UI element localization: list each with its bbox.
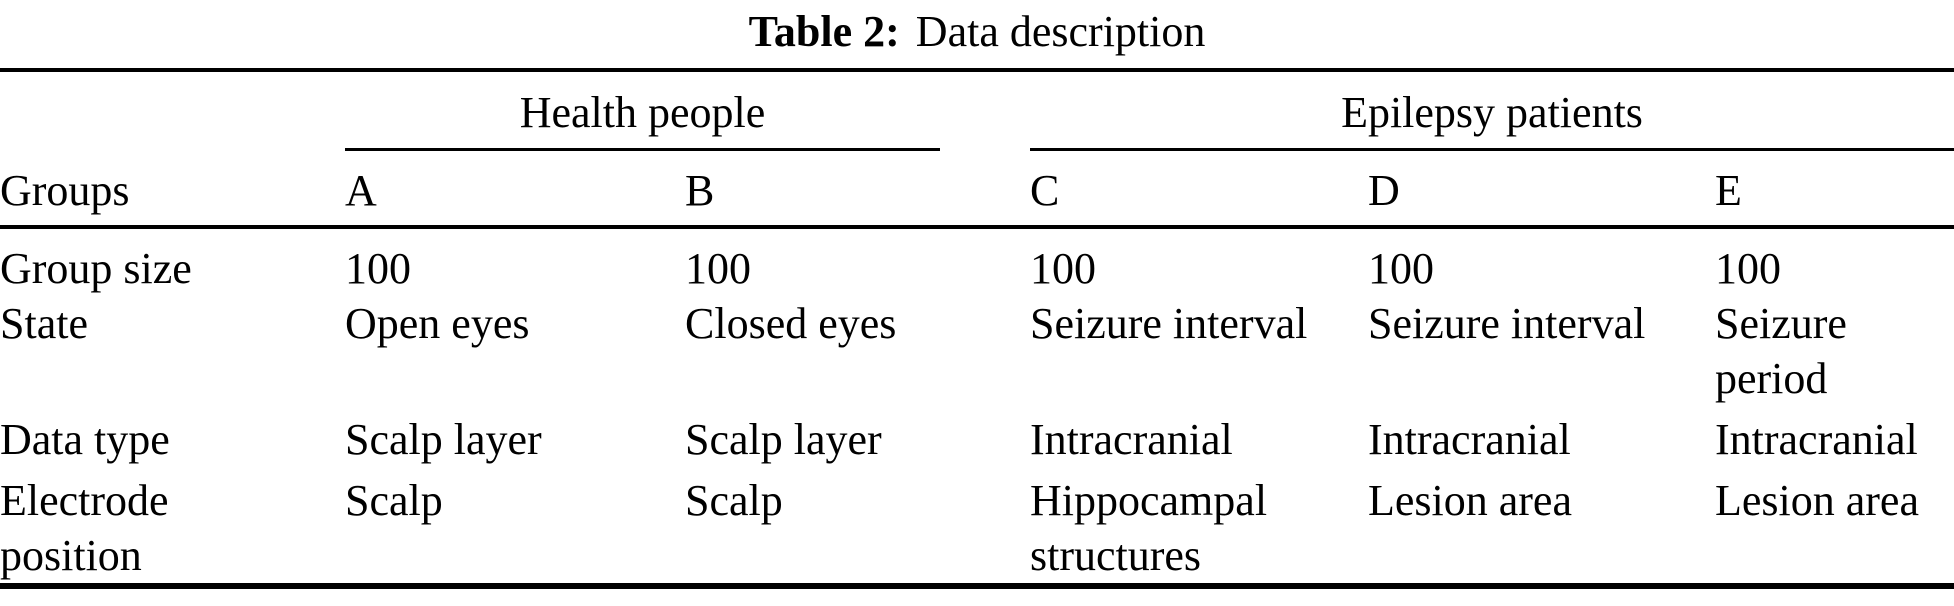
cell: Intracranial bbox=[1030, 415, 1233, 464]
cell: Scalp bbox=[685, 476, 783, 525]
cell: 100 bbox=[1715, 244, 1781, 293]
cell: Open eyes bbox=[345, 299, 530, 348]
col-header-b: B bbox=[685, 151, 1030, 229]
cell: Seizure interval bbox=[1030, 299, 1308, 348]
cell: Intracranial bbox=[1715, 415, 1918, 464]
health-people-header: Health people bbox=[345, 72, 940, 151]
table-row-electrode-position: Electrode position Scalp Scalp Hippocamp… bbox=[0, 467, 1954, 586]
cell: Scalp bbox=[345, 476, 443, 525]
table-figure: Table 2: Data description Health people E… bbox=[0, 6, 1954, 589]
table-caption: Table 2: Data description bbox=[0, 6, 1954, 58]
row-label: Data type bbox=[0, 415, 170, 464]
row-label: Electrode position bbox=[0, 467, 345, 586]
table-row-data-type: Data type Scalp layer Scalp layer Intrac… bbox=[0, 406, 1954, 467]
cell: 100 bbox=[1030, 244, 1096, 293]
cell: Intracranial bbox=[1368, 415, 1571, 464]
cell: 100 bbox=[1368, 244, 1434, 293]
data-table: Health people Epilepsy patients Groups A… bbox=[0, 68, 1954, 589]
col-header-d: D bbox=[1368, 151, 1715, 229]
table-row-state: State Open eyes Closed eyes Seizure inte… bbox=[0, 296, 1954, 406]
epilepsy-patients-header: Epilepsy patients bbox=[1030, 72, 1954, 151]
caption-label: Table 2: bbox=[748, 7, 900, 56]
cell: Closed eyes bbox=[685, 299, 897, 348]
cell: Scalp layer bbox=[345, 415, 542, 464]
col-header-c: C bbox=[1030, 151, 1368, 229]
span-header-epilepsy: Epilepsy patients bbox=[1030, 70, 1954, 151]
corner-empty-cell bbox=[0, 70, 345, 151]
cell: Hippocampal structures bbox=[1030, 476, 1268, 580]
cell: Lesion area bbox=[1715, 476, 1919, 525]
row-label: State bbox=[0, 299, 88, 348]
cell: Scalp layer bbox=[685, 415, 882, 464]
row-label-text: Electrode position bbox=[0, 476, 169, 580]
table-row-group-size: Group size 100 100 100 100 100 bbox=[0, 227, 1954, 296]
span-header-health: Health people bbox=[345, 70, 1030, 151]
col-header-e: E bbox=[1715, 151, 1954, 229]
caption-text: Data description bbox=[915, 7, 1206, 56]
cell: Seizure period bbox=[1715, 299, 1847, 403]
col-header-a: A bbox=[345, 151, 685, 229]
cell: Lesion area bbox=[1368, 476, 1572, 525]
column-header-row: Groups A B C D E bbox=[0, 151, 1954, 229]
cell: Seizure interval bbox=[1368, 299, 1646, 348]
row-label: Group size bbox=[0, 244, 192, 293]
span-header-row: Health people Epilepsy patients bbox=[0, 70, 1954, 151]
cell: 100 bbox=[345, 244, 411, 293]
cell: 100 bbox=[685, 244, 751, 293]
groups-header: Groups bbox=[0, 151, 345, 229]
